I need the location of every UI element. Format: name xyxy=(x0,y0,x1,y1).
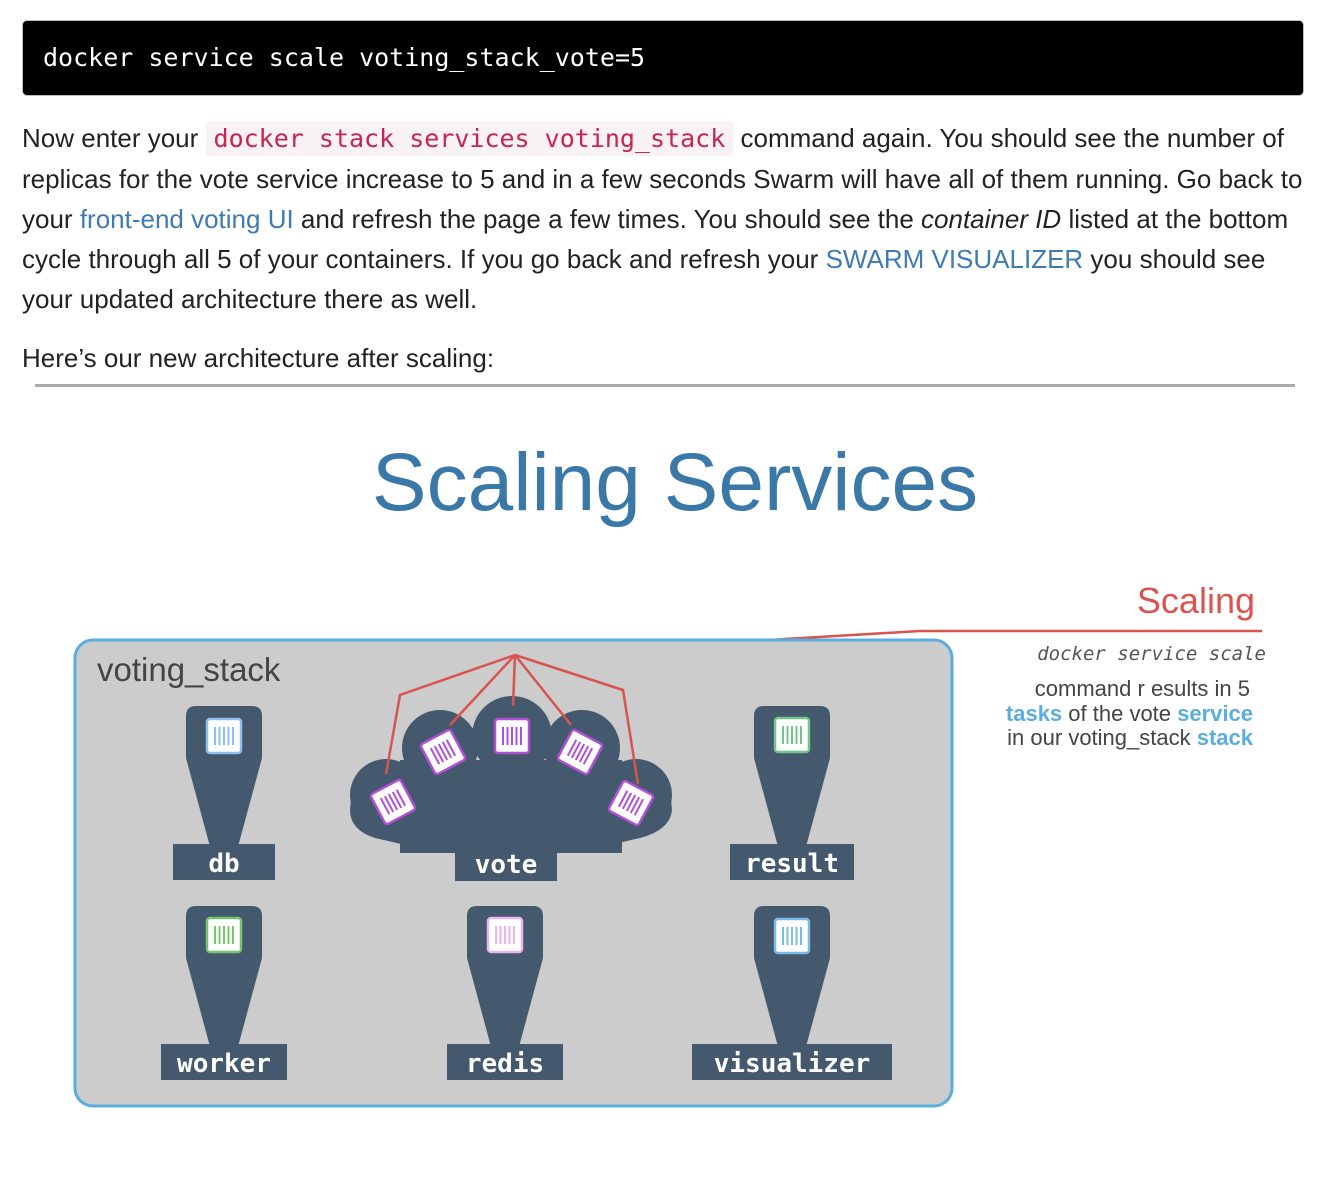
text-segment: you should see your updated architecture… xyxy=(22,244,1266,314)
instruction-paragraph: Now enter your docker stack services vot… xyxy=(22,118,1312,319)
container-icon xyxy=(486,916,524,954)
text-segment: command again. You should see the number… xyxy=(22,123,1303,234)
service-label-visualizer: visualizer xyxy=(714,1049,871,1079)
annotation-text: of the vote xyxy=(1062,701,1177,726)
scale-command: docker service scale voting_stack_vote=5 xyxy=(43,43,646,72)
vote-fan xyxy=(350,696,672,853)
annotation-line-2: tasks of the vote service xyxy=(1006,701,1253,726)
architecture-intro: Here’s our new architecture after scalin… xyxy=(22,343,495,373)
service-label-result: result xyxy=(745,849,839,879)
container-icon xyxy=(205,717,243,755)
inline-code-stack-services: docker stack services voting_stack xyxy=(205,121,734,156)
service-db: db xyxy=(173,706,275,880)
container-icon xyxy=(205,916,243,954)
service-vote: vote xyxy=(350,653,672,881)
horizontal-divider xyxy=(35,384,1295,387)
service-redis: redis xyxy=(447,906,563,1080)
annotation-line-1: command r esults in 5 xyxy=(1035,676,1250,701)
service-label-db: db xyxy=(208,849,239,879)
service-term: service xyxy=(1177,701,1253,726)
service-worker: worker xyxy=(161,906,287,1080)
swarm-visualizer-link[interactable]: SWARM VISUALIZER xyxy=(825,244,1084,274)
service-label-redis: redis xyxy=(466,1049,544,1079)
service-label-vote: vote xyxy=(475,850,538,880)
scaling-annotation: Scaling docker service scale command r e… xyxy=(514,580,1266,750)
text-segment: Now enter your xyxy=(22,123,206,153)
service-visualizer: visualizer xyxy=(692,906,892,1080)
text-segment: listed at the bottom cycle through all 5… xyxy=(22,204,1289,274)
stack-term: stack xyxy=(1197,725,1254,750)
annotation-line-3: in our voting_stack stack xyxy=(1007,725,1254,750)
scaling-heading: Scaling xyxy=(1137,580,1255,621)
voting-stack-label: voting_stack xyxy=(97,651,281,688)
diagram-title: Scaling Services xyxy=(372,437,978,528)
code-block: docker service scale voting_stack_vote=5 xyxy=(22,20,1304,96)
vote-task-icon-3 xyxy=(493,717,531,755)
annotation-text: in our voting_stack xyxy=(1007,725,1197,750)
container-icon xyxy=(773,716,811,754)
text-segment: and refresh the page a few times. You sh… xyxy=(293,204,922,234)
scaling-services-diagram: Scaling Services Scaling docker service … xyxy=(73,437,1266,1108)
container-icon xyxy=(773,917,811,955)
front-end-voting-ui-link[interactable]: front-end voting UI xyxy=(79,204,294,234)
service-result: result xyxy=(730,706,854,880)
container-id-emphasis: container ID xyxy=(921,204,1062,234)
vote-task-lines xyxy=(384,653,640,785)
service-label-worker: worker xyxy=(177,1049,271,1079)
tasks-term: tasks xyxy=(1006,701,1062,726)
scaling-command: docker service scale xyxy=(1037,643,1266,665)
